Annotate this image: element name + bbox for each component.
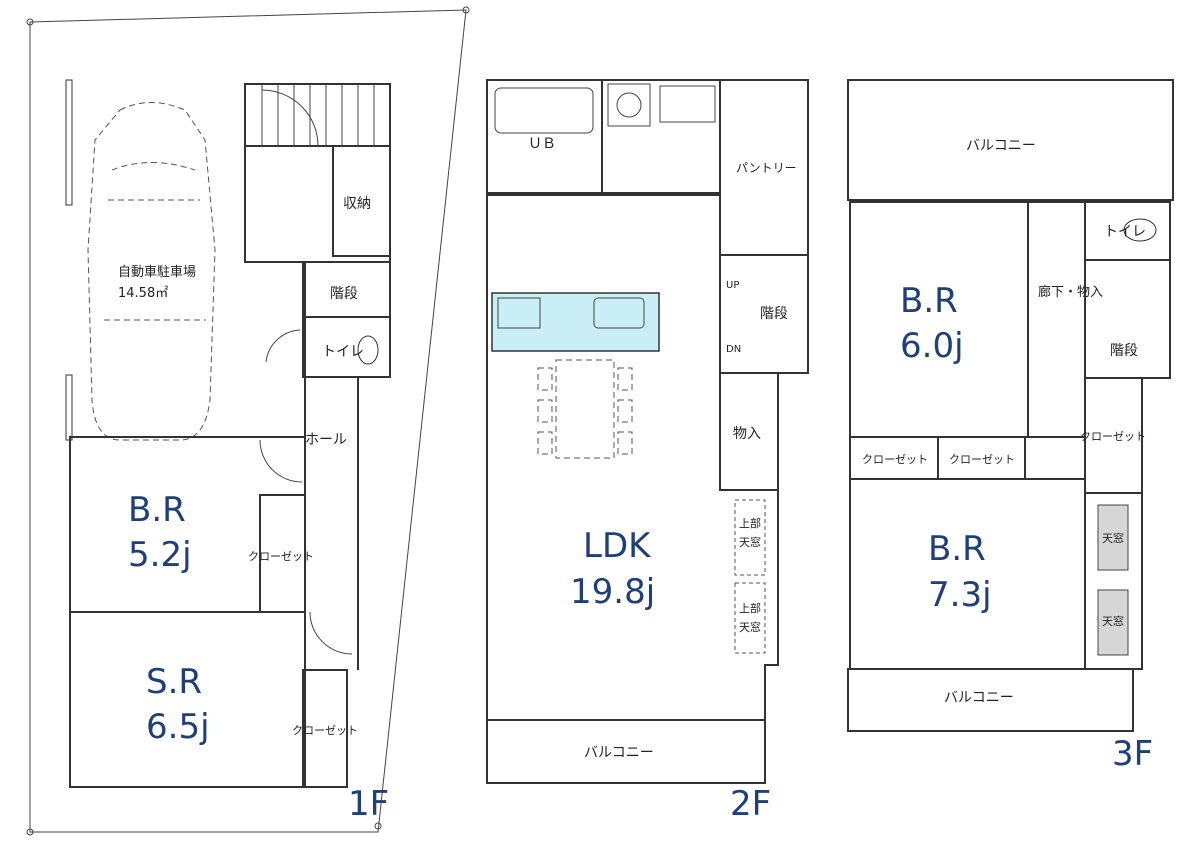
pantry-label: パントリー [736,161,797,175]
skylight-3f-2-label: 天窓 [1102,614,1124,628]
skylight-1-label: 天窓 [739,535,761,549]
hallway-3f [1027,201,1086,438]
closet-3f-1-label: クローゼット [862,453,928,466]
toilet-1f [302,316,391,378]
hall-label: ホール [305,432,347,448]
bedroom-1f [69,436,306,613]
dining-table [555,359,615,459]
balcony-3f-bottom-label: バルコニー [944,690,1014,706]
floor-2: LDK 19.8j ＵＢ パントリー UP DN 階段 物入 [486,79,809,824]
floor-label-1f: 1F [348,784,389,824]
br-1f-name: B.R [128,490,186,530]
floor-1: 自動車駐車場 14.58㎡ 収納 階段 トイレ ホール クローゼット B.R 5… [26,6,470,836]
br-3f-2-name: B.R [928,529,986,569]
storage-room [332,145,391,257]
washing-machine-icon [607,83,651,127]
closet-sr-1f [302,669,348,788]
fence [65,79,73,206]
skylight [734,582,766,654]
parking-label: 自動車駐車場 [118,265,196,280]
sr-door-swing [309,611,353,655]
parking-area: 14.58㎡ [118,286,168,301]
closet-br-label: クローゼット [248,550,314,563]
closet-2f-label: 物入 [733,426,761,442]
closet-3f-2-label: クローゼット [949,453,1015,466]
balcony-3f-top [847,79,1174,201]
closet-2f [719,372,779,491]
skylight-3f-1-label: 天窓 [1102,531,1124,545]
floor-label-3f: 3F [1112,734,1153,774]
ub-label: ＵＢ [528,136,556,152]
ldk-room [486,194,779,721]
balcony-3f-top-label: バルコニー [966,138,1036,154]
toilet-door-swing [265,329,301,363]
dining-chairs [537,367,633,455]
stairs-label: 階段 [330,286,358,302]
kitchen-island [491,292,660,352]
stairs-3f-label: 階段 [1110,343,1138,359]
skylight [1097,589,1129,656]
skylight [734,499,766,576]
lot-boundary [29,9,467,833]
skylight-2-upper: 上部 [739,601,761,615]
br-3f-2-size: 7.3j [928,575,992,615]
bathtub-icon [494,87,594,134]
closet-sr-label: クローゼット [292,724,358,737]
stairs-up-label: UP [726,280,739,291]
ldk-name: LDK [583,526,652,566]
stairs-down-label: DN [726,344,741,355]
car-outline-icon [87,102,216,441]
toilet-bowl-icon [357,335,379,365]
br-3f-1-name: B.R [900,281,958,321]
sink-icon [593,297,645,329]
closet-3f-3-label: クローゼット [1080,430,1146,443]
br-1f-size: 5.2j [128,535,192,575]
lot-corner-marker [26,828,34,836]
br-3f-1-size: 6.0j [900,326,964,366]
service-room-1f [69,611,306,788]
skylight-1-upper: 上部 [739,516,761,530]
entry-door-swing [261,89,319,147]
balcony-2f-label: バルコニー [584,745,654,761]
vanity-sink-icon [659,85,716,123]
sr-1f-name: S.R [146,662,202,702]
br-door-swing [259,439,303,483]
toilet-3f-label: トイレ [1104,224,1146,240]
balcony-3f-bottom [847,668,1134,732]
entry-step-lines [261,84,375,146]
bedroom-3f-2 [849,478,1086,670]
floor-3: バルコニー B.R 6.0j クローゼット クローゼット B.R 7.3j 廊下… [847,79,1174,774]
fence [65,374,73,441]
lot-corner-marker [462,6,470,14]
hall-storage-label: 廊下・物入 [1038,284,1103,300]
lot-corner-marker [374,822,382,830]
toilet-label: トイレ [322,344,364,360]
lot-corner-marker [26,18,34,26]
ldk-size: 19.8j [570,572,655,612]
sr-1f-size: 6.5j [146,707,210,747]
toilet-bowl-icon [1123,218,1157,242]
stove-icon [497,297,541,329]
skylight [1097,504,1129,571]
stairs-3f [1084,259,1171,379]
floor-label-2f: 2F [730,784,771,824]
skylight-2-label: 天窓 [739,620,761,634]
washing-drum-icon [616,92,642,118]
stairs-2f-label: 階段 [760,306,788,322]
balcony-2f [486,719,766,784]
storage-label: 収納 [343,196,371,212]
